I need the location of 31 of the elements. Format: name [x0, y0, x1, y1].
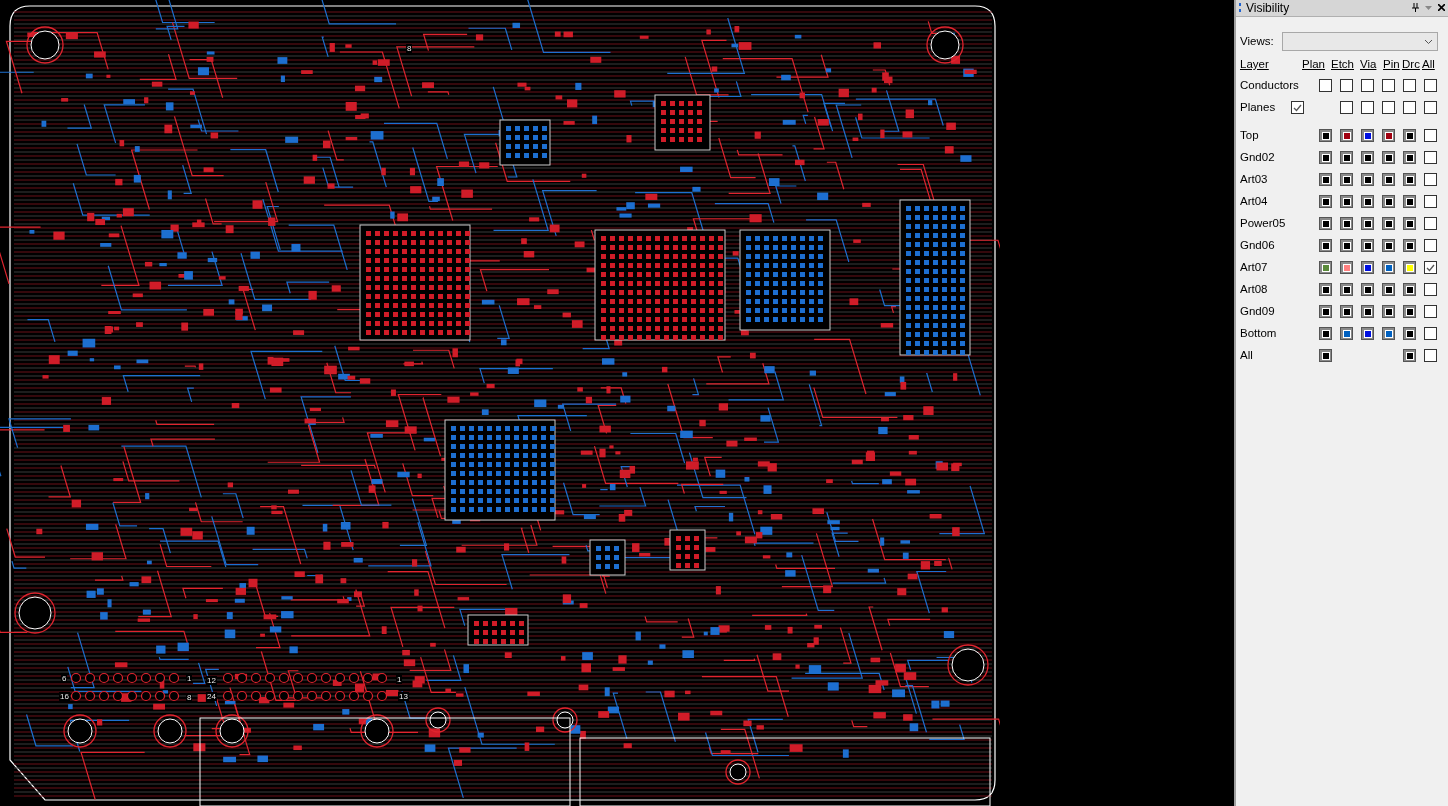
- layer-name: Gnd06: [1240, 239, 1275, 252]
- layer-name: Gnd02: [1240, 151, 1275, 164]
- pin-number: 1: [186, 674, 193, 683]
- row-label: Conductors: [1240, 79, 1299, 92]
- layer-name: Top: [1240, 129, 1259, 142]
- row-label: Planes: [1240, 101, 1276, 114]
- column-header: Drc: [1402, 58, 1420, 71]
- layer-name: Art03: [1240, 173, 1268, 186]
- column-header: All: [1422, 58, 1435, 71]
- column-header: Pin: [1383, 58, 1400, 71]
- pin-number: 13: [398, 692, 409, 701]
- pin-number: 24: [206, 692, 217, 701]
- pin-number: 6: [61, 674, 68, 683]
- layer-name: Art07: [1240, 261, 1268, 274]
- layer-name: Art04: [1240, 195, 1268, 208]
- pin-number: 1: [396, 675, 403, 684]
- pin-number: 12: [206, 676, 217, 685]
- layer-name: Gnd09: [1240, 305, 1275, 318]
- pin-number: 8: [186, 693, 193, 702]
- pin-number: 8: [406, 44, 413, 53]
- layer-name: Bottom: [1240, 327, 1277, 340]
- column-header: Etch: [1331, 58, 1354, 71]
- column-header: Via: [1360, 58, 1377, 71]
- panel-title: Visibility: [1246, 1, 1290, 15]
- layer-name: Art08: [1240, 283, 1268, 296]
- column-header: Plan: [1302, 58, 1326, 71]
- pin-number: 16: [59, 692, 70, 701]
- layer-name: Power05: [1240, 217, 1286, 230]
- views-label: Views:: [1240, 35, 1274, 48]
- column-header: Layer: [1240, 58, 1269, 71]
- layer-name: All: [1240, 349, 1253, 362]
